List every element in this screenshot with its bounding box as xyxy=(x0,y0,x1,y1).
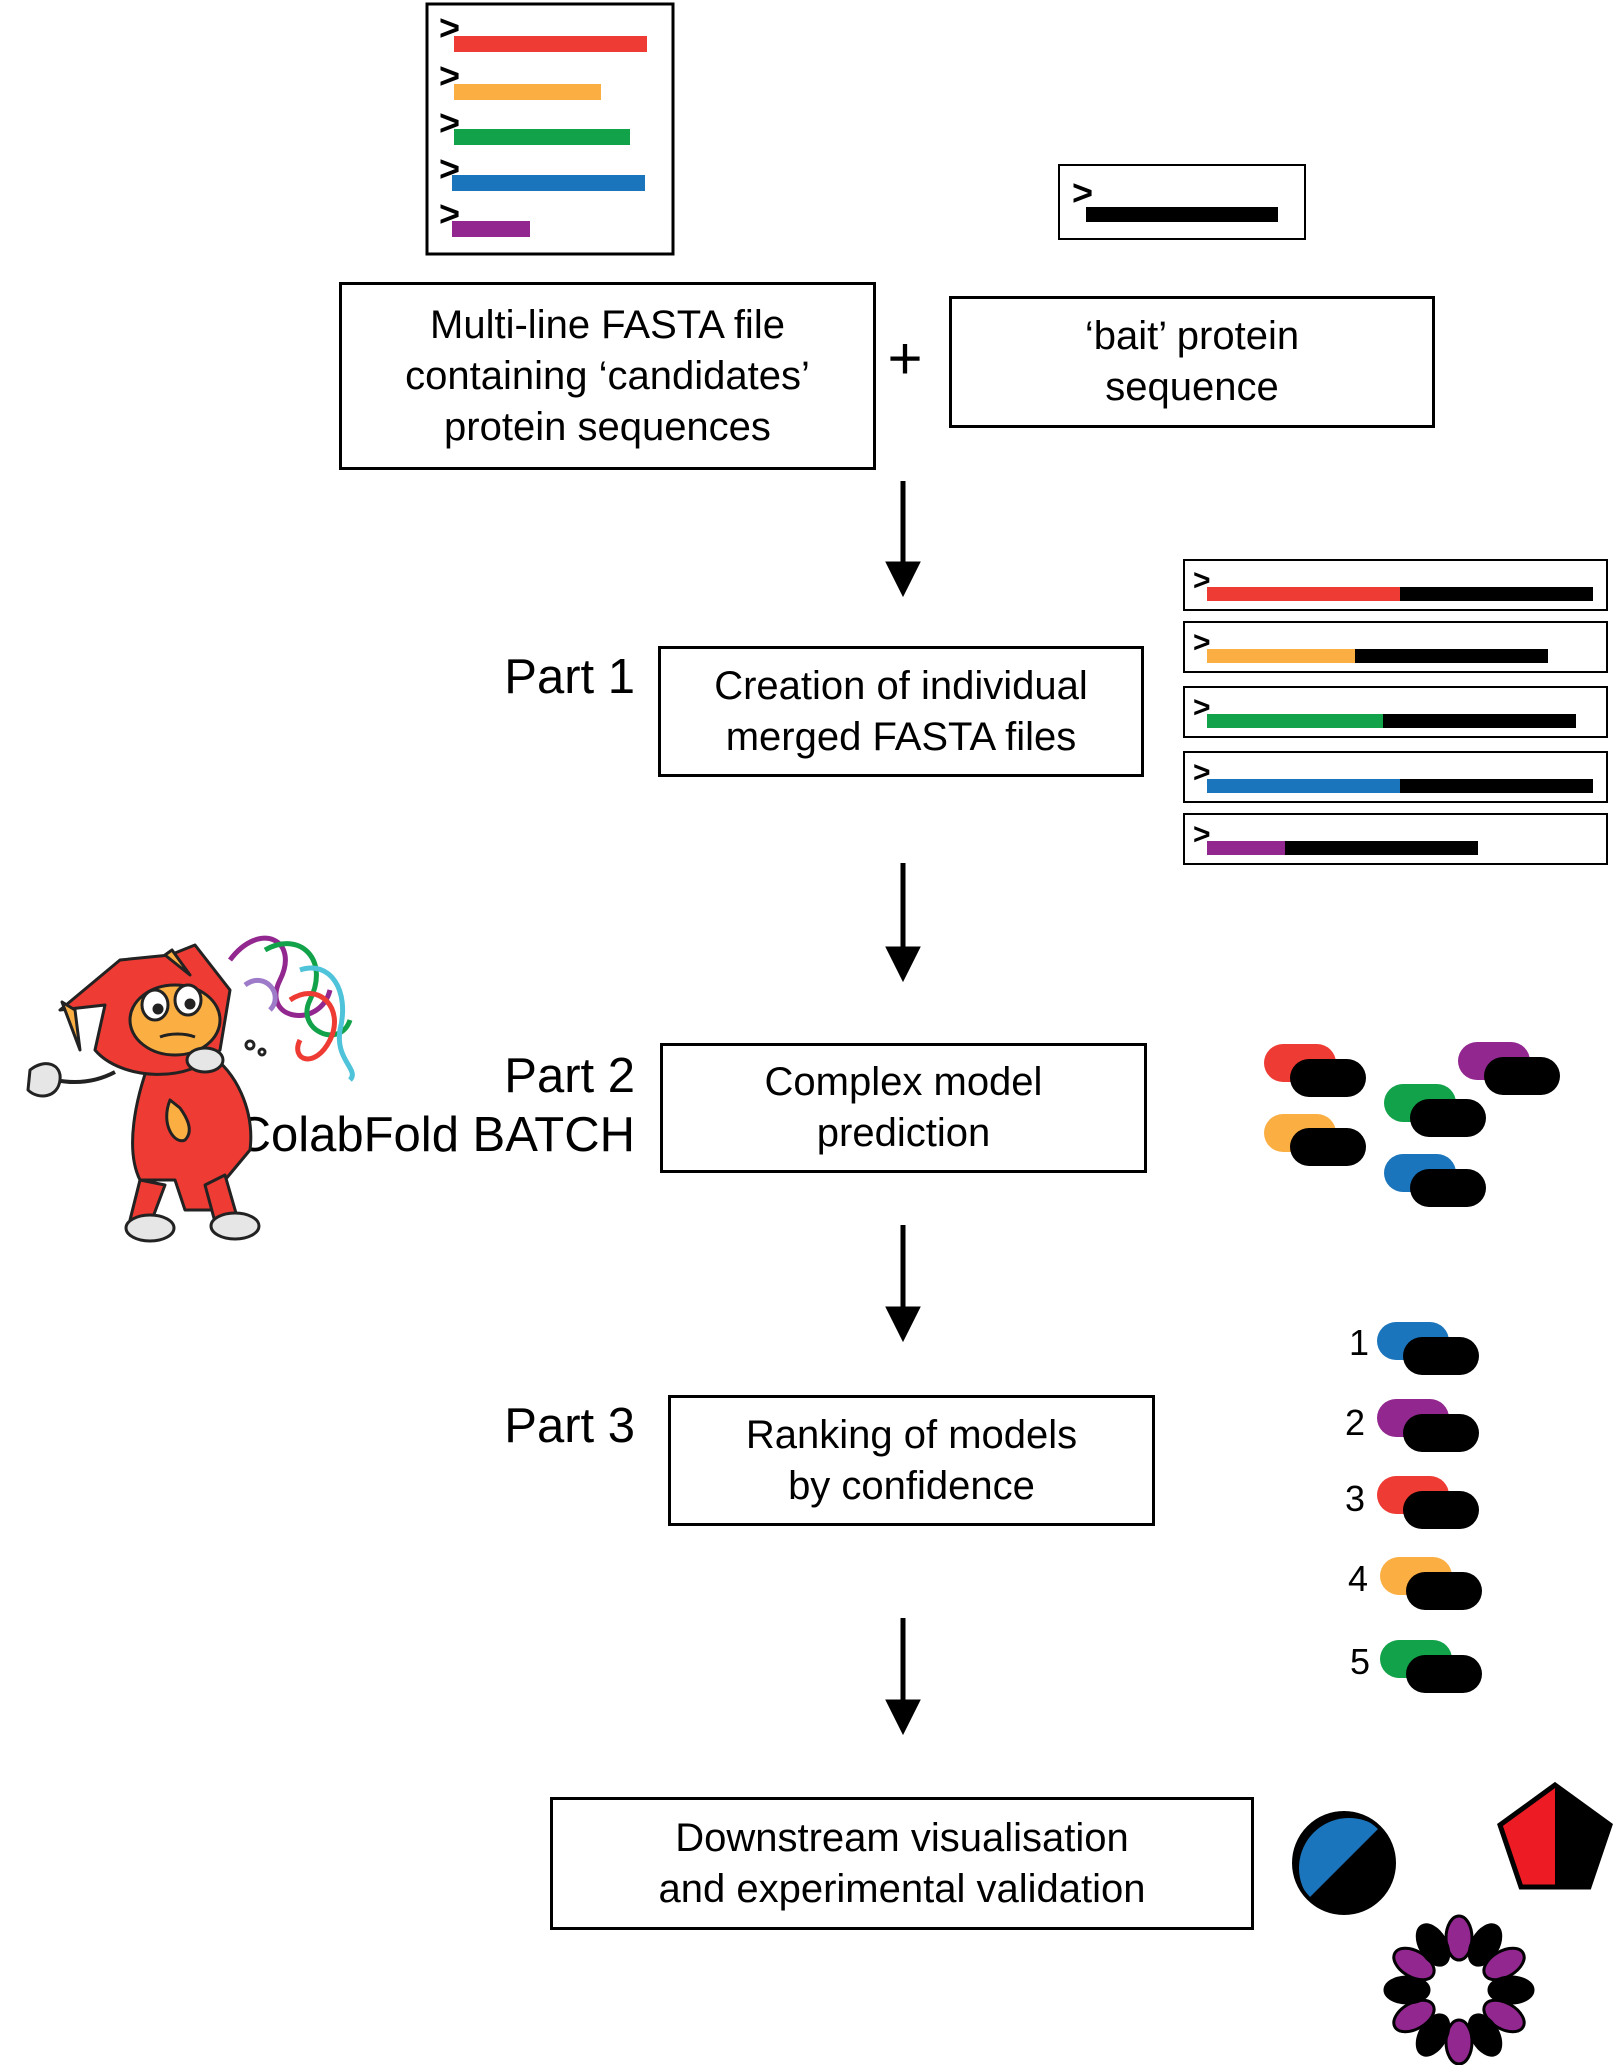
part2-box-text: Complex model prediction xyxy=(764,1060,1043,1155)
part2-tool-label: ColabFold BATCH xyxy=(235,1108,635,1162)
fasta-glyph: > xyxy=(1193,818,1211,851)
rank-number: 1 xyxy=(1349,1322,1369,1363)
multi-fasta-document-icon: > > > > > xyxy=(425,2,675,256)
rank-number: 2 xyxy=(1345,1402,1365,1443)
part1-box: Creation of individual merged FASTA file… xyxy=(658,646,1144,777)
ranked-models-list: 1 2 3 4 5 xyxy=(1345,1322,1482,1693)
part3-box-text: Ranking of models by confidence xyxy=(745,1412,1078,1508)
final-box-text: Downstream visualisation and experimenta… xyxy=(658,1815,1146,1911)
complex-pill-icon xyxy=(1458,1042,1560,1095)
complex-pill-icon xyxy=(1264,1114,1366,1166)
fasta-glyph: > xyxy=(1193,691,1211,724)
part2-box: Complex model prediction xyxy=(660,1043,1147,1173)
rank-number: 4 xyxy=(1348,1558,1368,1599)
fasta-glyph: > xyxy=(1072,172,1093,213)
final-box: Downstream visualisation and experimenta… xyxy=(550,1797,1254,1930)
bait-sequence-text: ‘bait’ protein sequence xyxy=(1084,314,1300,409)
complex-pill-icon xyxy=(1264,1044,1366,1097)
plus-sign: + xyxy=(887,325,923,392)
rank-number: 5 xyxy=(1350,1641,1370,1682)
colabfold-cat-mascot-icon xyxy=(26,935,355,1243)
rank-number: 3 xyxy=(1345,1478,1365,1519)
bait-sequence-box: ‘bait’ protein sequence xyxy=(949,296,1435,428)
arrow-down-icon xyxy=(885,1225,921,1343)
flow-arrows xyxy=(885,481,921,1736)
fasta-glyph: > xyxy=(1193,626,1211,659)
circle-split-icon xyxy=(1292,1811,1396,1915)
arrow-down-icon xyxy=(885,863,921,983)
arrow-down-icon xyxy=(885,481,921,598)
bait-fasta-document-icon: > xyxy=(1058,164,1306,240)
merged-fasta-files-icon: > > > > > xyxy=(1183,559,1608,865)
petal-ring-icon xyxy=(1383,1914,1535,2065)
complex-pill-icon xyxy=(1384,1084,1486,1137)
part1-label: Part 1 xyxy=(504,650,635,704)
fasta-glyph: > xyxy=(1193,564,1211,597)
arrow-down-icon xyxy=(885,1618,921,1736)
predicted-complexes-icon xyxy=(1264,1042,1560,1207)
part3-label: Part 3 xyxy=(504,1399,635,1453)
candidates-fasta-box: Multi-line FASTA file containing ‘candid… xyxy=(339,282,876,470)
fasta-glyph: > xyxy=(1193,756,1211,789)
part3-box: Ranking of models by confidence xyxy=(668,1395,1155,1526)
protein-structure-icon xyxy=(228,935,355,1082)
pentagon-split-icon xyxy=(1497,1781,1613,1890)
part2-label: Part 2 xyxy=(504,1049,635,1103)
complex-pill-icon xyxy=(1384,1154,1486,1207)
candidates-fasta-text: Multi-line FASTA file containing ‘candid… xyxy=(405,302,810,449)
part1-box-text: Creation of individual merged FASTA file… xyxy=(714,663,1088,759)
